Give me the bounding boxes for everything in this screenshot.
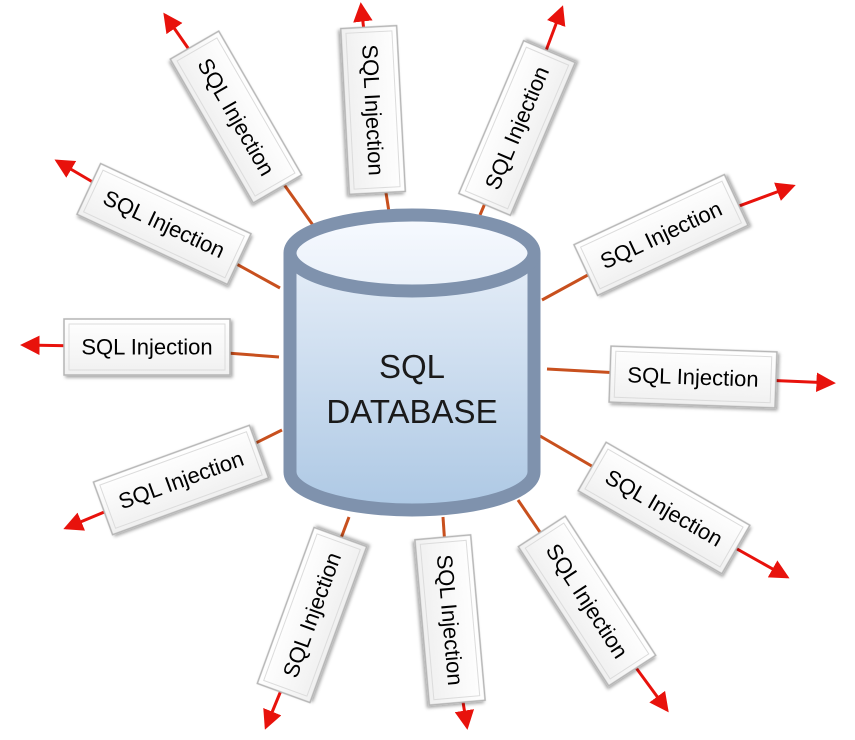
injection-label: SQL Injection: [339, 24, 407, 196]
label-box-inner-border: [176, 37, 296, 197]
label-box-inner-border: [579, 180, 743, 290]
injection-spoke: SQL Injection: [546, 345, 836, 409]
injection-spoke: SQL Injection: [256, 516, 368, 730]
injection-spoke: SQL Injection: [541, 173, 796, 302]
database-label-line2: DATABASE: [326, 393, 497, 430]
injection-spoke: SQL Injection: [163, 12, 317, 229]
label-box-inner-border: [68, 323, 226, 371]
sql-database-cylinder: SQL DATABASE: [283, 208, 541, 517]
label-box: [577, 441, 751, 575]
label-box-inner-border: [345, 30, 401, 190]
injection-label: SQL Injection: [457, 39, 577, 217]
injection-label: SQL Injection: [92, 424, 270, 536]
label-box: [457, 39, 577, 217]
label-box: [414, 534, 486, 706]
cylinder-body: [283, 253, 541, 517]
injection-label: SQL Injection: [75, 162, 253, 286]
label-box: [256, 526, 368, 704]
cylinder-top: [283, 208, 541, 298]
label-box: [92, 424, 270, 536]
injection-label: SQL Injection: [577, 441, 751, 575]
injection-label: SQL Injection: [169, 30, 303, 204]
injection-label: SQL Injection: [572, 173, 750, 297]
label-box: [339, 24, 407, 196]
injection-spoke: SQL Injection: [457, 5, 577, 217]
injection-label-text: SQL Injection: [81, 335, 212, 360]
injection-label: SQL Injection: [414, 534, 486, 706]
label-box: [517, 515, 657, 687]
label-box-inner-border: [524, 522, 650, 680]
injection-spoke: SQL Injection: [63, 424, 283, 536]
injection-label: SQL Injection: [608, 345, 778, 409]
label-box: [572, 173, 750, 297]
label-box: [608, 345, 778, 409]
injection-spoke: SQL Injection: [20, 318, 280, 376]
label-box: [63, 318, 231, 376]
label-box-inner-border: [82, 169, 246, 279]
label-box: [75, 162, 253, 286]
injection-label: SQL Injection: [256, 526, 368, 704]
label-box-inner-border: [263, 533, 361, 697]
label-box: [169, 30, 303, 204]
injection-label: SQL Injection: [63, 318, 231, 376]
injection-label-text: SQL Injection: [627, 362, 759, 392]
injection-spoke: SQL Injection: [414, 516, 486, 730]
injection-spoke: SQL Injection: [516, 499, 669, 713]
label-box-inner-border: [464, 46, 570, 210]
database-label-line1: SQL: [379, 348, 445, 385]
injection-spoke: SQL Injection: [339, 2, 407, 213]
label-box-inner-border: [613, 350, 773, 404]
label-box-inner-border: [584, 448, 744, 568]
injection-label: SQL Injection: [517, 515, 657, 687]
label-box-inner-border: [419, 539, 481, 701]
label-box-inner-border: [99, 431, 263, 529]
